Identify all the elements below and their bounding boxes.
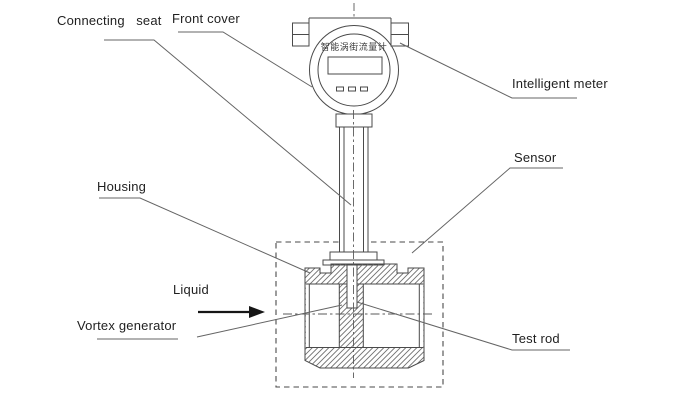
label-sensor: Sensor [514,150,557,165]
bore-left [305,284,340,348]
leader-housing [99,197,311,274]
flow-arrow [198,306,265,318]
label-housing: Housing [97,179,147,194]
meter-display-title: 智能涡街流量计 [320,42,388,52]
leader-connecting-seat [104,39,352,206]
sensor-body [304,263,425,369]
leader-vortex-generator [97,304,343,340]
leader-front-cover [178,31,313,88]
front-cover-inner-ring [317,33,391,107]
leader-test-rod [356,301,570,351]
leader-intelligent-meter [399,42,577,99]
leader-sensor [411,167,563,254]
test-rod-channel [346,264,358,309]
bore-right [363,284,424,348]
label-vortex-generator: Vortex generator [77,318,177,333]
label-intelligent-meter: Intelligent meter [512,76,608,91]
meter-display [327,56,383,75]
neck [335,113,373,128]
meter-buttons [336,86,368,92]
label-connecting-seat: Connecting seat [57,13,162,28]
meter-button [336,86,344,92]
label-liquid: Liquid [173,282,209,297]
meter-head [292,3,409,115]
label-test-rod: Test rod [512,331,560,346]
label-front-cover: Front cover [172,11,240,26]
meter-button [348,86,356,92]
left-cable-entry [292,22,310,47]
sensor-dashed-boundary [275,241,444,388]
meter-button [360,86,368,92]
right-cable-entry [390,22,409,47]
